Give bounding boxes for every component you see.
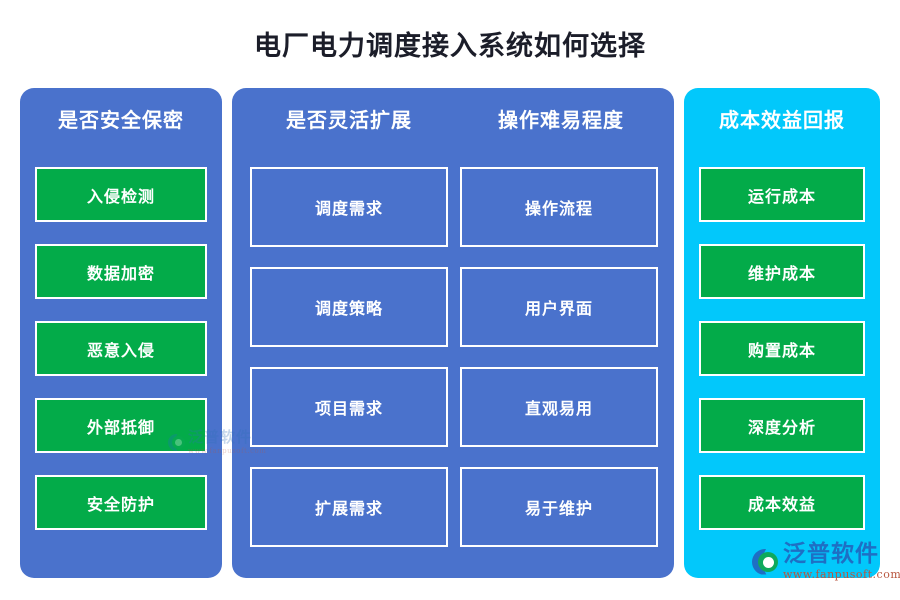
panel-usability-heading: 操作难易程度	[498, 108, 624, 132]
card-label: 易于维护	[524, 499, 593, 518]
card-item[interactable]: 购置成本	[699, 321, 865, 376]
card-label: 运行成本	[747, 186, 816, 206]
card-label: 维护成本	[747, 263, 816, 283]
card-item[interactable]: 易于维护	[460, 467, 658, 547]
panel-security-heading: 是否安全保密	[58, 108, 184, 132]
card-item[interactable]: 维护成本	[699, 244, 865, 299]
card-label: 扩展需求	[314, 499, 383, 518]
card-label: 安全防护	[86, 494, 155, 514]
card-label: 调度需求	[314, 199, 383, 218]
card-label: 购置成本	[747, 340, 816, 360]
card-label: 操作流程	[524, 199, 593, 218]
card-item[interactable]: 调度策略	[250, 267, 448, 347]
card-item[interactable]: 数据加密	[35, 244, 207, 299]
panel-scalability-heading: 是否灵活扩展	[286, 108, 412, 132]
card-item[interactable]: 调度需求	[250, 167, 448, 247]
panel-cost-card-list: 运行成本 维护成本 购置成本 深度分析 成本效益	[699, 167, 865, 530]
card-item[interactable]: 安全防护	[35, 475, 207, 530]
card-label: 外部抵御	[86, 417, 155, 437]
card-item[interactable]: 成本效益	[699, 475, 865, 530]
card-item[interactable]: 运行成本	[699, 167, 865, 222]
panel-usability-card-list: 操作流程 用户界面 直观易用 易于维护	[460, 167, 658, 547]
card-item[interactable]: 外部抵御	[35, 398, 207, 453]
card-item[interactable]: 扩展需求	[250, 467, 448, 547]
card-label: 用户界面	[524, 299, 593, 318]
panel-middle: 是否灵活扩展 操作难易程度 调度需求 调度策略 项目需求 扩展需求 操作流程	[232, 88, 674, 578]
card-item[interactable]: 操作流程	[460, 167, 658, 247]
card-item[interactable]: 直观易用	[460, 367, 658, 447]
panel-security-card-list: 入侵检测 数据加密 恶意入侵 外部抵御 安全防护	[35, 167, 207, 530]
card-item[interactable]: 项目需求	[250, 367, 448, 447]
panel-cost: 成本效益回报 运行成本 维护成本 购置成本 深度分析 成本效益	[684, 88, 880, 578]
card-label: 深度分析	[747, 417, 816, 437]
card-label: 数据加密	[86, 263, 155, 283]
card-item[interactable]: 深度分析	[699, 398, 865, 453]
card-item[interactable]: 恶意入侵	[35, 321, 207, 376]
panels-board: 是否安全保密 入侵检测 数据加密 恶意入侵 外部抵御 安全防护	[20, 88, 880, 578]
panel-scalability-card-list: 调度需求 调度策略 项目需求 扩展需求	[250, 167, 448, 547]
card-label: 直观易用	[524, 399, 593, 418]
panel-security: 是否安全保密 入侵检测 数据加密 恶意入侵 外部抵御 安全防护	[20, 88, 222, 578]
card-label: 成本效益	[747, 494, 816, 514]
card-item[interactable]: 入侵检测	[35, 167, 207, 222]
card-label: 入侵检测	[86, 186, 155, 206]
card-label: 恶意入侵	[86, 340, 155, 360]
panel-cost-heading: 成本效益回报	[719, 108, 845, 132]
card-item[interactable]: 用户界面	[460, 267, 658, 347]
page-title: 电厂电力调度接入系统如何选择	[254, 31, 646, 62]
card-label: 项目需求	[314, 399, 383, 418]
card-label: 调度策略	[314, 299, 383, 318]
